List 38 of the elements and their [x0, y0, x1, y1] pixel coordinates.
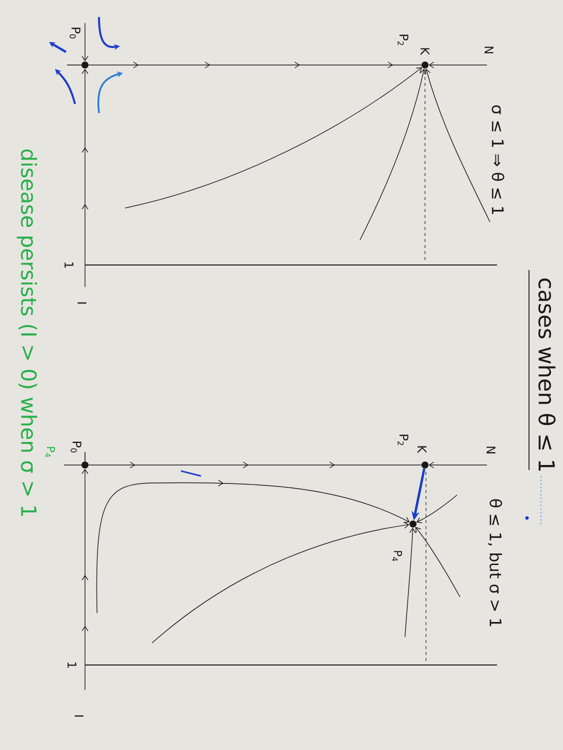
point-label: K: [420, 48, 430, 56]
point-label: P$_{0}$: [70, 28, 80, 38]
phase-line: [82, 68, 88, 288]
trajectory: [124, 67, 422, 208]
condition-note: σ ≤ 1 ⇒ θ ≤ 1: [492, 105, 504, 214]
note: disease persists (I > 0) when σ > 1: [16, 149, 38, 516]
axis-label: I: [78, 302, 86, 304]
trajectory: [415, 526, 460, 598]
trajectory: [424, 68, 490, 222]
equilibrium-dot: [82, 62, 88, 68]
axis-label: N: [484, 46, 494, 54]
phase-line: [82, 22, 88, 62]
equilibrium-dot: [410, 520, 416, 528]
phase-line: [88, 462, 422, 468]
point-label: P$_{4}$: [392, 551, 402, 562]
point-label: P$_{2}$: [398, 34, 408, 46]
trajectory: [96, 480, 410, 614]
trajectory: [152, 522, 410, 644]
axis-label: I: [74, 715, 84, 717]
phase-line: [88, 62, 422, 68]
heading: cases when θ ≤ 1: [538, 278, 556, 471]
axis-label: N: [486, 446, 496, 454]
point-label: P$_{0}$: [70, 442, 82, 452]
trajectory: [360, 68, 426, 240]
phase-line: [428, 62, 488, 68]
equilibrium-dot: [82, 462, 88, 468]
trajectory: [404, 528, 416, 638]
condition-note: θ ≤ 1, but σ > 1: [488, 499, 502, 626]
point-label: K: [418, 446, 426, 454]
tick-label: 1: [68, 662, 76, 668]
annotation: P$_{4}$: [45, 447, 55, 458]
phase-line: [82, 468, 88, 690]
point-label: P$_{2}$: [398, 434, 408, 446]
phase-line: [428, 462, 488, 468]
trajectory: [416, 494, 458, 524]
tick-label: 1: [64, 262, 74, 268]
equilibrium-dot: [422, 62, 428, 68]
equilibrium-dot: [422, 462, 428, 468]
